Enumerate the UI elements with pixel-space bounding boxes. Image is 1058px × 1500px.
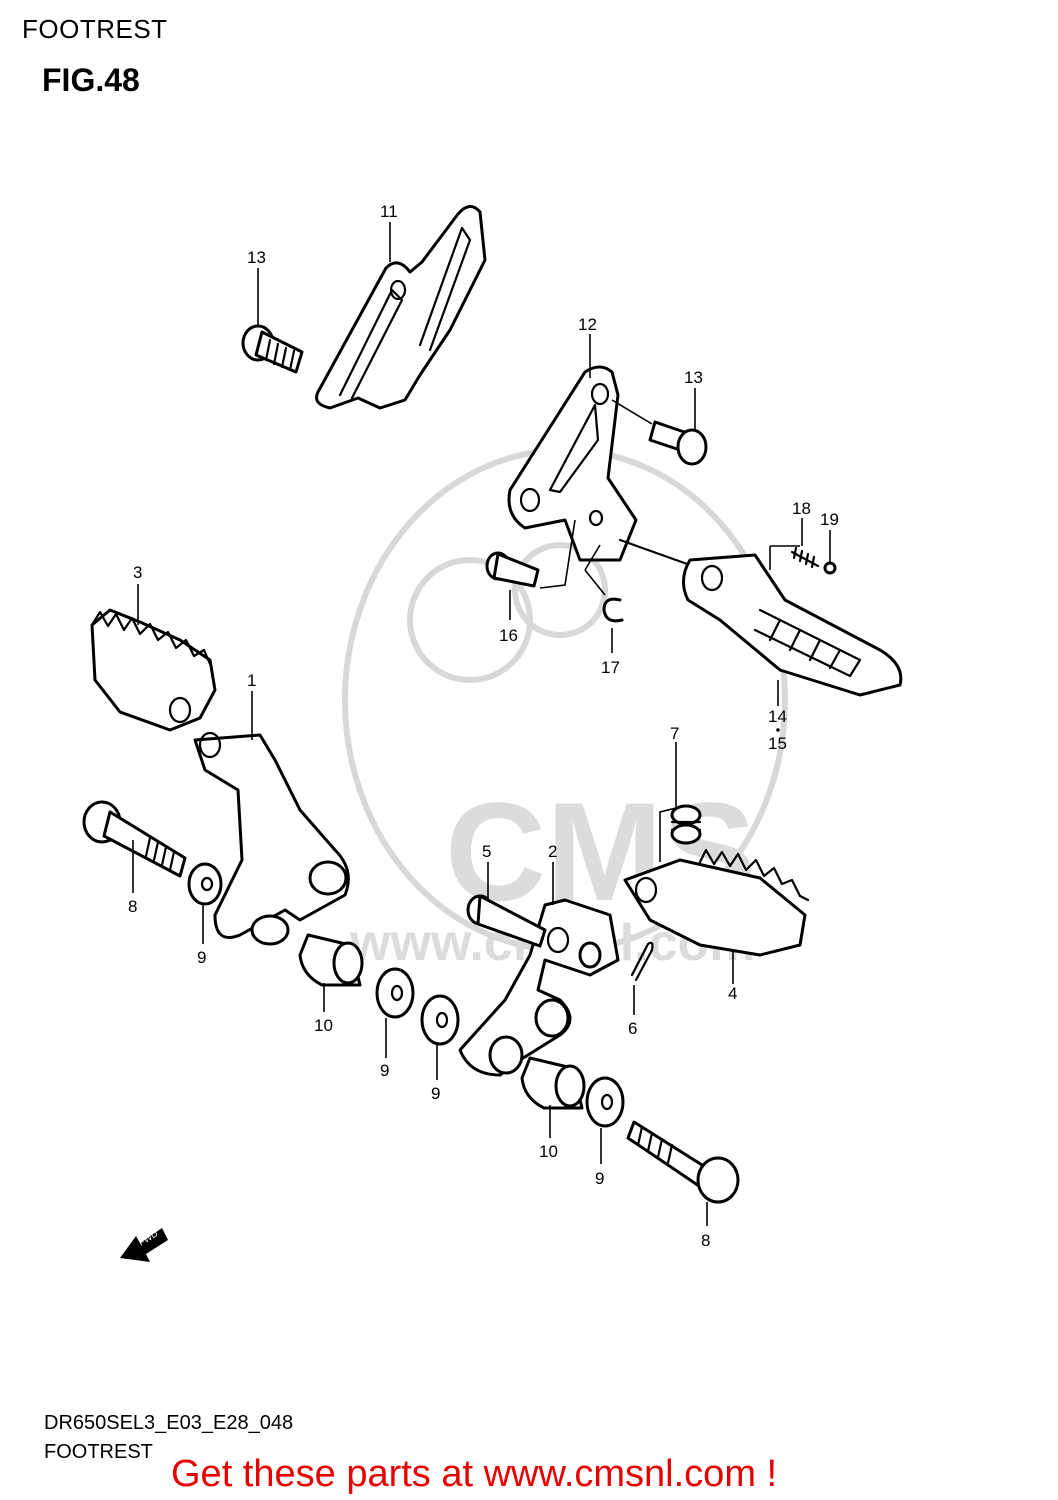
part-12-bracket [507, 365, 692, 567]
callout-16: 16 [499, 626, 518, 645]
callout-8-right: 8 [701, 1231, 710, 1250]
part-5-pin [466, 894, 547, 948]
part-10-bushing-b [520, 1056, 586, 1110]
part-19-ball [823, 561, 837, 575]
callout-5: 5 [482, 842, 491, 861]
callout-13-right: 13 [684, 368, 703, 387]
leader-lines [132, 222, 831, 1226]
callout-19: 19 [820, 510, 839, 529]
callout-11: 11 [380, 202, 398, 221]
part-2-bracket [458, 898, 620, 1077]
figure-label: FIG.48 [42, 62, 140, 98]
callout-15: 15 [768, 734, 787, 753]
callout-13-left: 13 [247, 248, 266, 267]
part-4-footrest [623, 848, 810, 957]
part-10-bushing-a [298, 933, 364, 987]
part-8-bolt-right [626, 1120, 740, 1204]
callout-9-b: 9 [380, 1061, 389, 1080]
callout-1: 1 [247, 671, 256, 690]
part-13-bolt-left [241, 324, 304, 374]
model-code: DR650SEL3_E03_E28_048 [44, 1412, 294, 1434]
cta-link[interactable]: Get these parts at www.cmsnl.com ! [171, 1453, 778, 1495]
part-9-washer-b [375, 967, 415, 1019]
part-11-bracket [315, 205, 487, 410]
part-9-washer-a [187, 862, 223, 906]
callout-10-b: 10 [539, 1142, 558, 1161]
part-3-footrest [90, 608, 217, 732]
part-8-bolt-left [82, 800, 187, 878]
callout-9-a: 9 [197, 948, 206, 967]
part-13-bolt-right [648, 420, 708, 466]
part-18-spring [790, 546, 820, 569]
callout-12: 12 [578, 315, 597, 334]
callout-10-a: 10 [314, 1016, 333, 1035]
callout-7: 7 [670, 724, 679, 743]
part-14-15-footrest [682, 553, 903, 697]
part-6-cotter-pin [630, 941, 654, 982]
part-9-washer-d [585, 1076, 625, 1128]
callout-14-15-dot [776, 728, 780, 732]
callout-17: 17 [601, 658, 620, 677]
callout-8-left: 8 [128, 897, 137, 916]
part-7-spring [670, 804, 702, 845]
callout-4: 4 [728, 984, 737, 1003]
callout-18: 18 [792, 499, 811, 518]
callout-9-d: 9 [595, 1169, 604, 1188]
footer-section-title: FOOTREST [44, 1441, 153, 1463]
callout-2: 2 [548, 842, 557, 861]
part-1-bracket [193, 731, 350, 946]
callout-labels: 11 13 12 13 18 19 3 16 17 1 14 15 7 5 2 … [128, 202, 839, 1250]
callout-14: 14 [768, 707, 787, 726]
part-17-circlip [602, 597, 624, 623]
fwd-arrow-icon: FWD [120, 1228, 168, 1262]
part-16-pin [485, 551, 540, 588]
callout-6: 6 [628, 1019, 637, 1038]
part-9-washer-c [420, 994, 460, 1046]
section-title: FOOTREST [22, 14, 168, 44]
callout-9-c: 9 [431, 1084, 440, 1103]
callout-3: 3 [133, 563, 142, 582]
